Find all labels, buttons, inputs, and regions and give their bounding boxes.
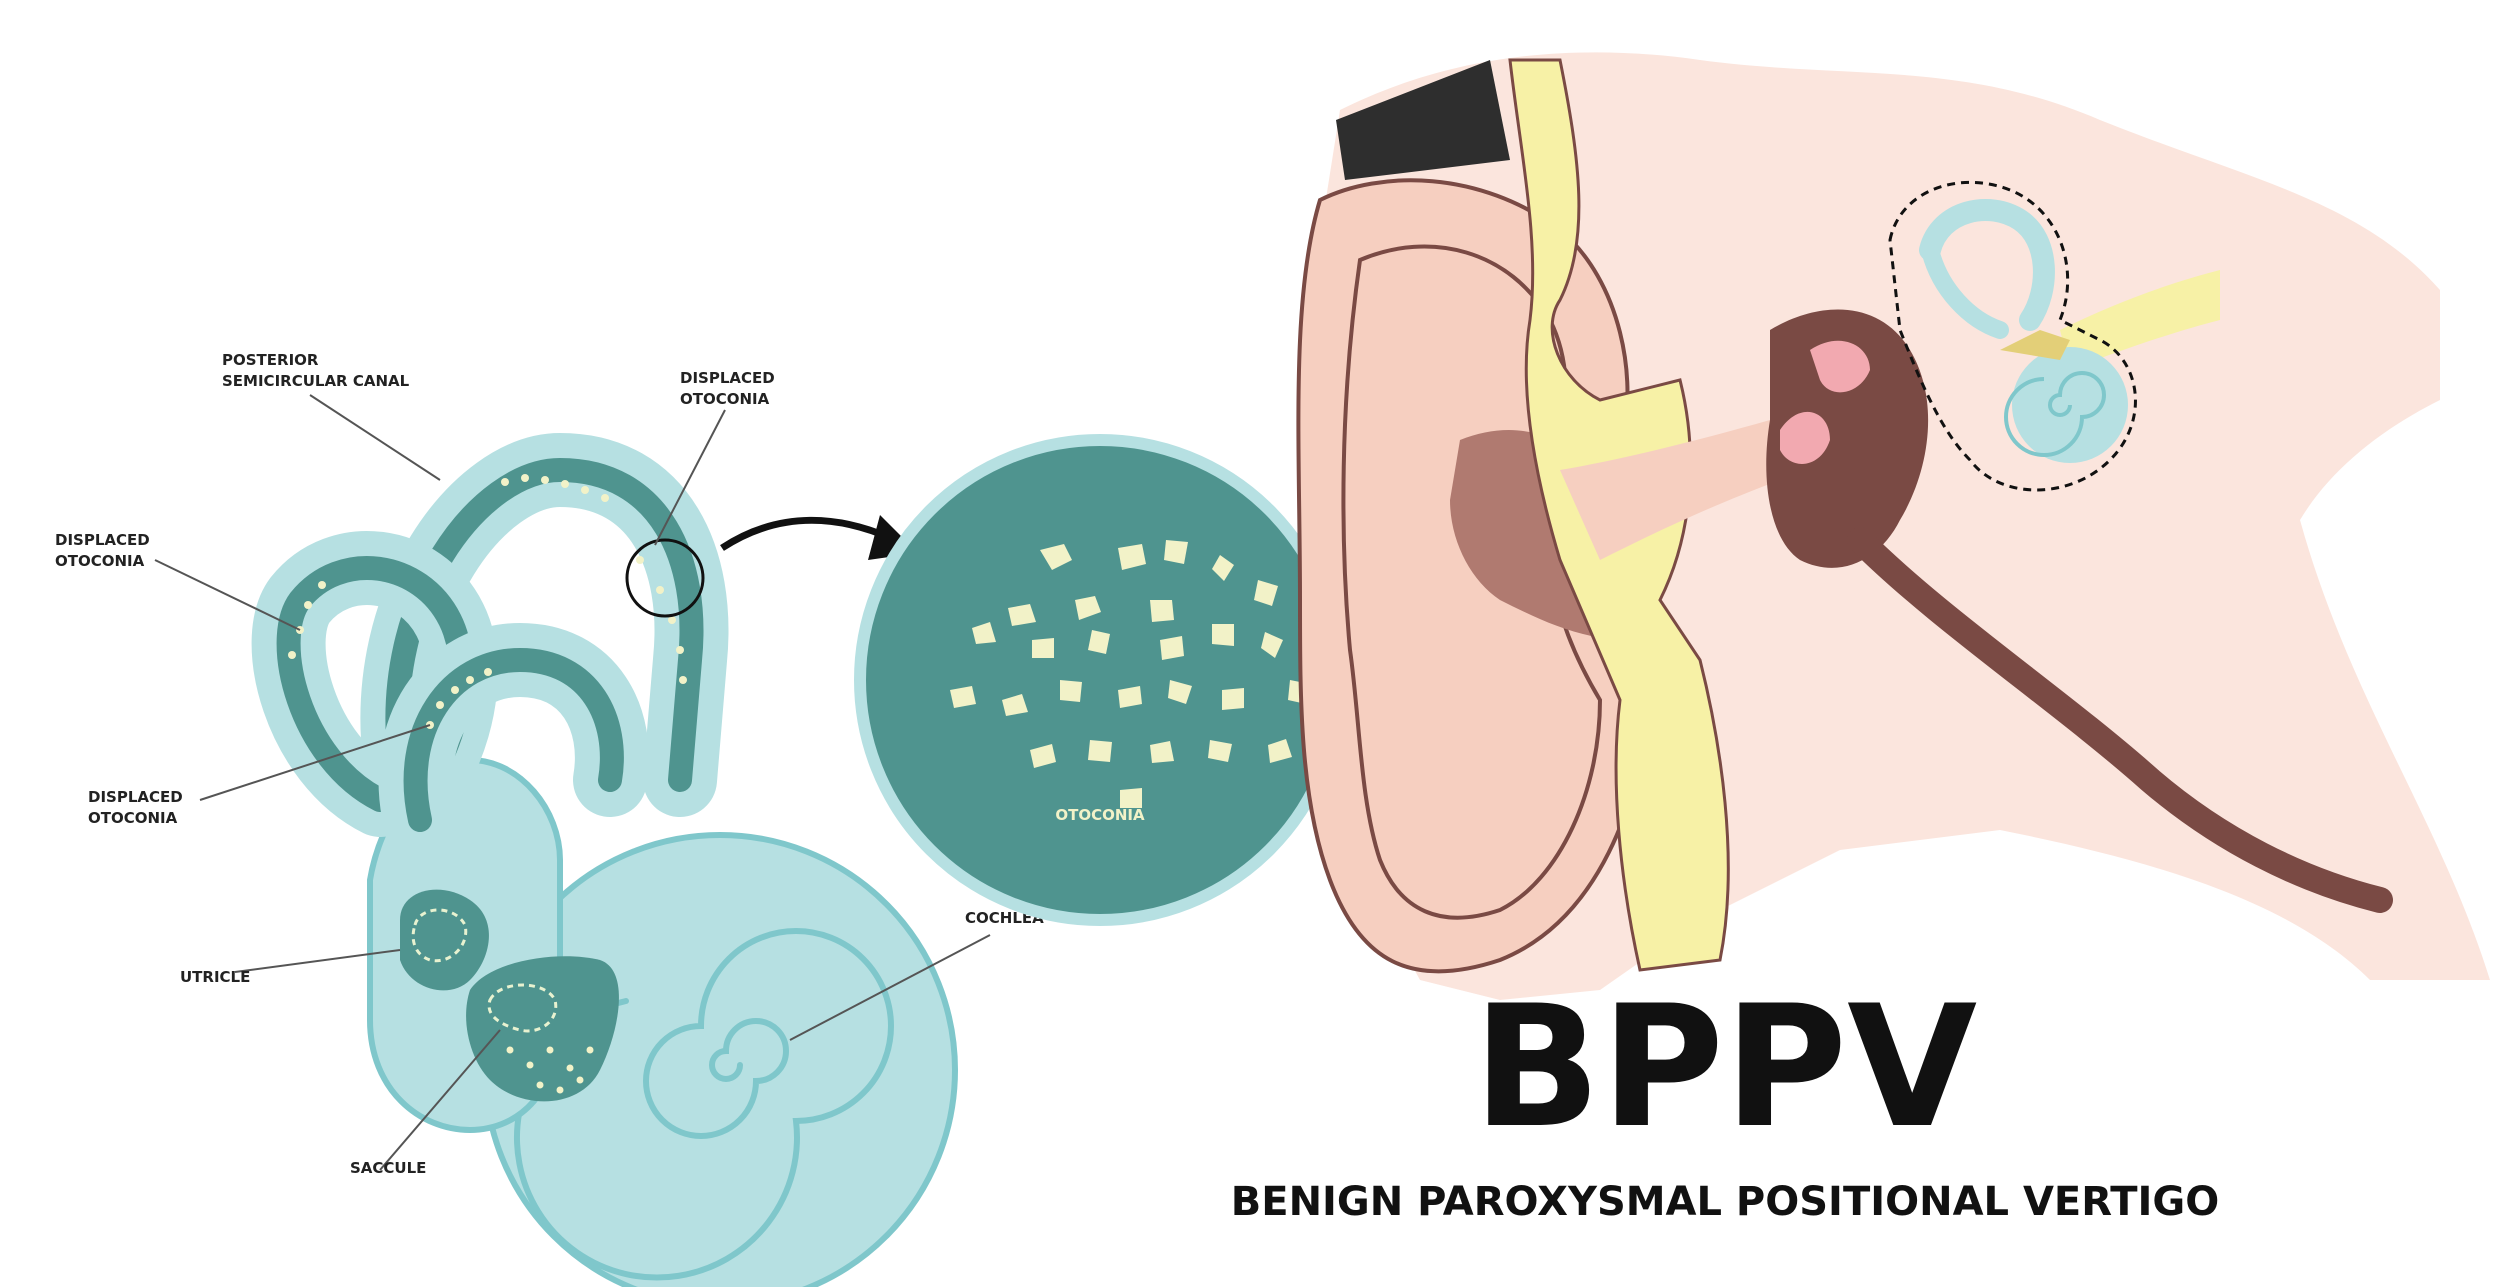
displaced-otoconia-top-label-line1: DISPLACED [680, 369, 775, 387]
displaced-otoconia-left-label-line2: OTOCONIA [55, 552, 145, 570]
posterior-canal-label-line1: POSTERIOR [222, 351, 319, 369]
displaced-otoconia-mid-label-line2: OTOCONIA [88, 809, 178, 827]
posterior-canal-label-line2: SEMICIRCULAR CANAL [222, 372, 410, 390]
title-full-name: BENIGN PAROXYSMAL POSITIONAL VERTIGO [1231, 1179, 2220, 1225]
displaced-otoconia-left-label-line1: DISPLACED [55, 531, 150, 549]
otoconia-zoom-view: OTOCONIA [860, 440, 1340, 920]
displaced-otoconia-top-label-line2: OTOCONIA [680, 390, 770, 408]
saccule-label: SACCULE [350, 1159, 426, 1177]
title-acronym: BPPV [1473, 969, 1977, 1165]
displaced-otoconia-mid-label-line1: DISPLACED [88, 788, 183, 806]
otoconia-zoom-label: OTOCONIA [1055, 806, 1145, 824]
ear-cross-section [1298, 52, 2490, 1000]
utricle-label: UTRICLE [180, 968, 250, 986]
zoom-arrow [722, 520, 895, 548]
